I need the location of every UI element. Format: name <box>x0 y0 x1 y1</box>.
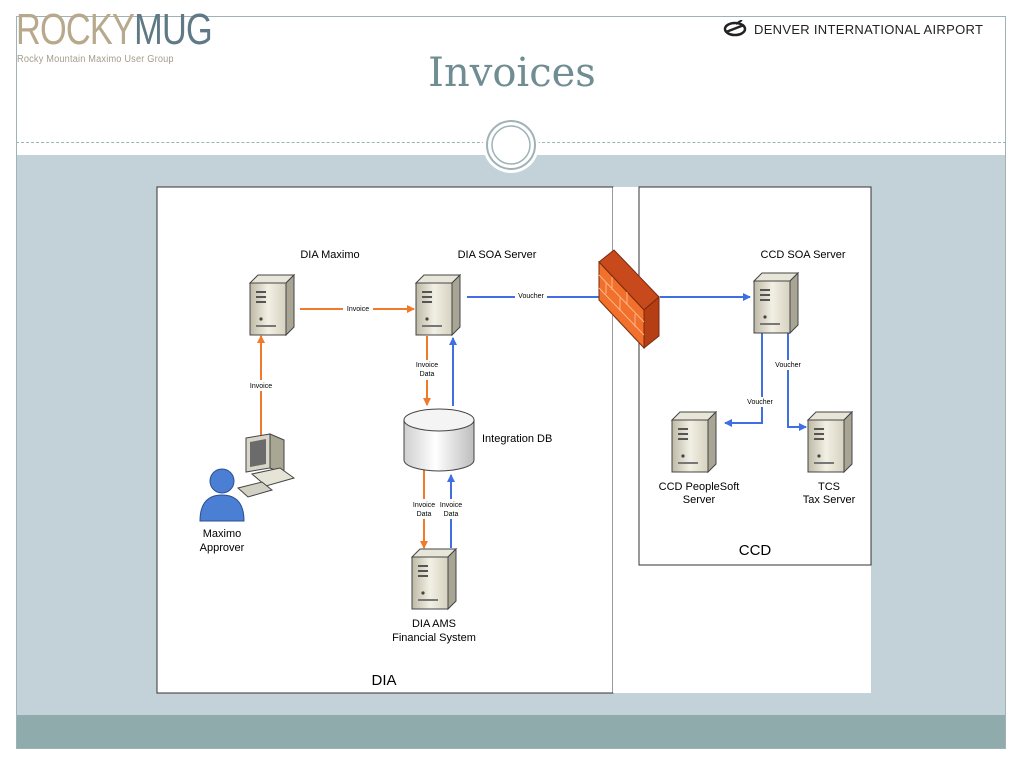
ccd-zone-label: CCD <box>739 542 772 559</box>
airport-logo: DENVER INTERNATIONAL AIRPORT <box>722 20 983 38</box>
airport-emblem-icon <box>723 20 747 37</box>
divider-ornament <box>483 117 539 173</box>
ams-label-1: DIA AMS <box>412 618 456 630</box>
top-rule <box>214 16 1006 17</box>
footer-band <box>17 715 1005 748</box>
peoplesoft-label-2: Server <box>683 494 716 506</box>
edge-label-db-ams-1: Invoice <box>413 502 435 509</box>
edge-ccd-to-peoplesoft <box>724 333 763 427</box>
ams-server-icon <box>411 548 457 610</box>
edge-label-ccd-tcs: Voucher <box>775 362 801 369</box>
dia-zone <box>156 186 614 694</box>
tcs-server-icon <box>807 411 853 473</box>
ccd-soa-label: CCD SOA Server <box>761 249 846 261</box>
dia-soa-label: DIA SOA Server <box>458 249 537 261</box>
logo-rocky-text: ROCKY <box>16 5 135 54</box>
edge-label-soa-db-1: Invoice <box>416 362 438 369</box>
tcs-label-2: Tax Server <box>803 494 856 506</box>
page-title: Invoices <box>428 50 596 96</box>
integration-db-icon <box>403 408 475 472</box>
edge-label-db-ams-2: Data <box>417 511 432 518</box>
approver-user-icon <box>199 468 245 522</box>
approver-label-1: Maximo <box>203 528 242 540</box>
edge-label-ccd-peoplesoft: Voucher <box>747 399 773 406</box>
dia-maximo-server-icon <box>249 274 295 336</box>
tcs-label-1: TCS <box>818 481 840 493</box>
workstation-icon <box>236 433 296 498</box>
logo-mug-text: MUG <box>134 5 213 54</box>
ccd-soa-server-icon <box>753 272 799 334</box>
approver-label-2: Approver <box>200 542 245 554</box>
edge-label-maximo-invoice: Invoice <box>347 306 369 313</box>
edge-label-dia-soa-voucher: Voucher <box>518 293 544 300</box>
edge-label-ams-db-1: Invoice <box>440 502 462 509</box>
peoplesoft-label-1: CCD PeopleSoft <box>659 481 740 493</box>
ccd-region-fill <box>639 565 871 693</box>
firewall-icon <box>598 249 660 350</box>
dia-zone-label: DIA <box>371 672 396 689</box>
dia-maximo-label: DIA Maximo <box>300 249 359 261</box>
logo-subtitle: Rocky Mountain Maximo User Group <box>17 54 174 65</box>
airport-name: DENVER INTERNATIONAL AIRPORT <box>754 21 984 37</box>
rockymug-logo: ROCKYMUG <box>16 5 213 54</box>
dia-soa-server-icon <box>415 274 461 336</box>
ams-label-2: Financial System <box>392 632 476 644</box>
ccd-zone <box>638 186 872 566</box>
edge-label-approver-invoice: Invoice <box>250 383 272 390</box>
peoplesoft-server-icon <box>671 411 717 473</box>
edge-label-ams-db-2: Data <box>444 511 459 518</box>
edge-label-soa-db-2: Data <box>420 371 435 378</box>
integration-db-label: Integration DB <box>482 433 552 445</box>
